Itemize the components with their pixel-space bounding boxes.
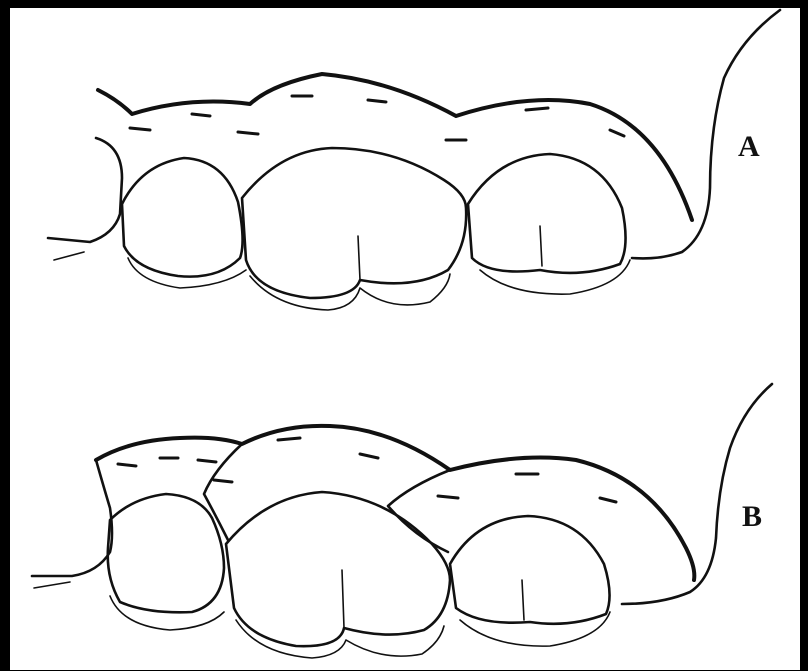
figure-a-label: A — [738, 130, 760, 164]
figure-b-tooth-1 — [108, 494, 224, 612]
illustration-canvas: A B — [10, 8, 800, 670]
dental-illustrations — [10, 8, 800, 670]
figure-b-tooth-2 — [226, 492, 450, 646]
figure-b-gum-dashes — [118, 438, 616, 502]
figure-a-left-edge — [48, 138, 122, 242]
figure-b-left-tail — [34, 582, 70, 588]
figure-a-tooth-1 — [122, 158, 243, 277]
figure-b-tooth-2-groove — [342, 570, 344, 628]
figure-b-gum-outline — [96, 426, 694, 580]
figure-b-lower-edge-3 — [460, 612, 610, 646]
figure-a-tooth-2 — [242, 148, 466, 298]
figure-a-lower-edge-1 — [128, 258, 246, 288]
figure-a-tooth-2-groove — [358, 236, 360, 280]
figure-b-gum-divider-1 — [204, 444, 242, 540]
figure-b-tooth-3-groove — [522, 580, 524, 620]
figure-a-tooth-3 — [468, 154, 626, 273]
figure-a-lower-edge-3 — [480, 260, 630, 294]
figure-b-drawing — [32, 384, 772, 658]
figure-a-left-tail — [54, 252, 84, 260]
figure-b-tooth-3 — [450, 516, 610, 624]
figure-a-tooth-3-groove — [540, 226, 542, 266]
figure-a-drawing — [48, 10, 780, 310]
figure-b-gum-divider-2 — [388, 470, 450, 552]
figure-b-left-edge — [32, 460, 112, 576]
figure-b-label: B — [742, 500, 762, 534]
figure-a-gum-outline — [98, 74, 692, 220]
